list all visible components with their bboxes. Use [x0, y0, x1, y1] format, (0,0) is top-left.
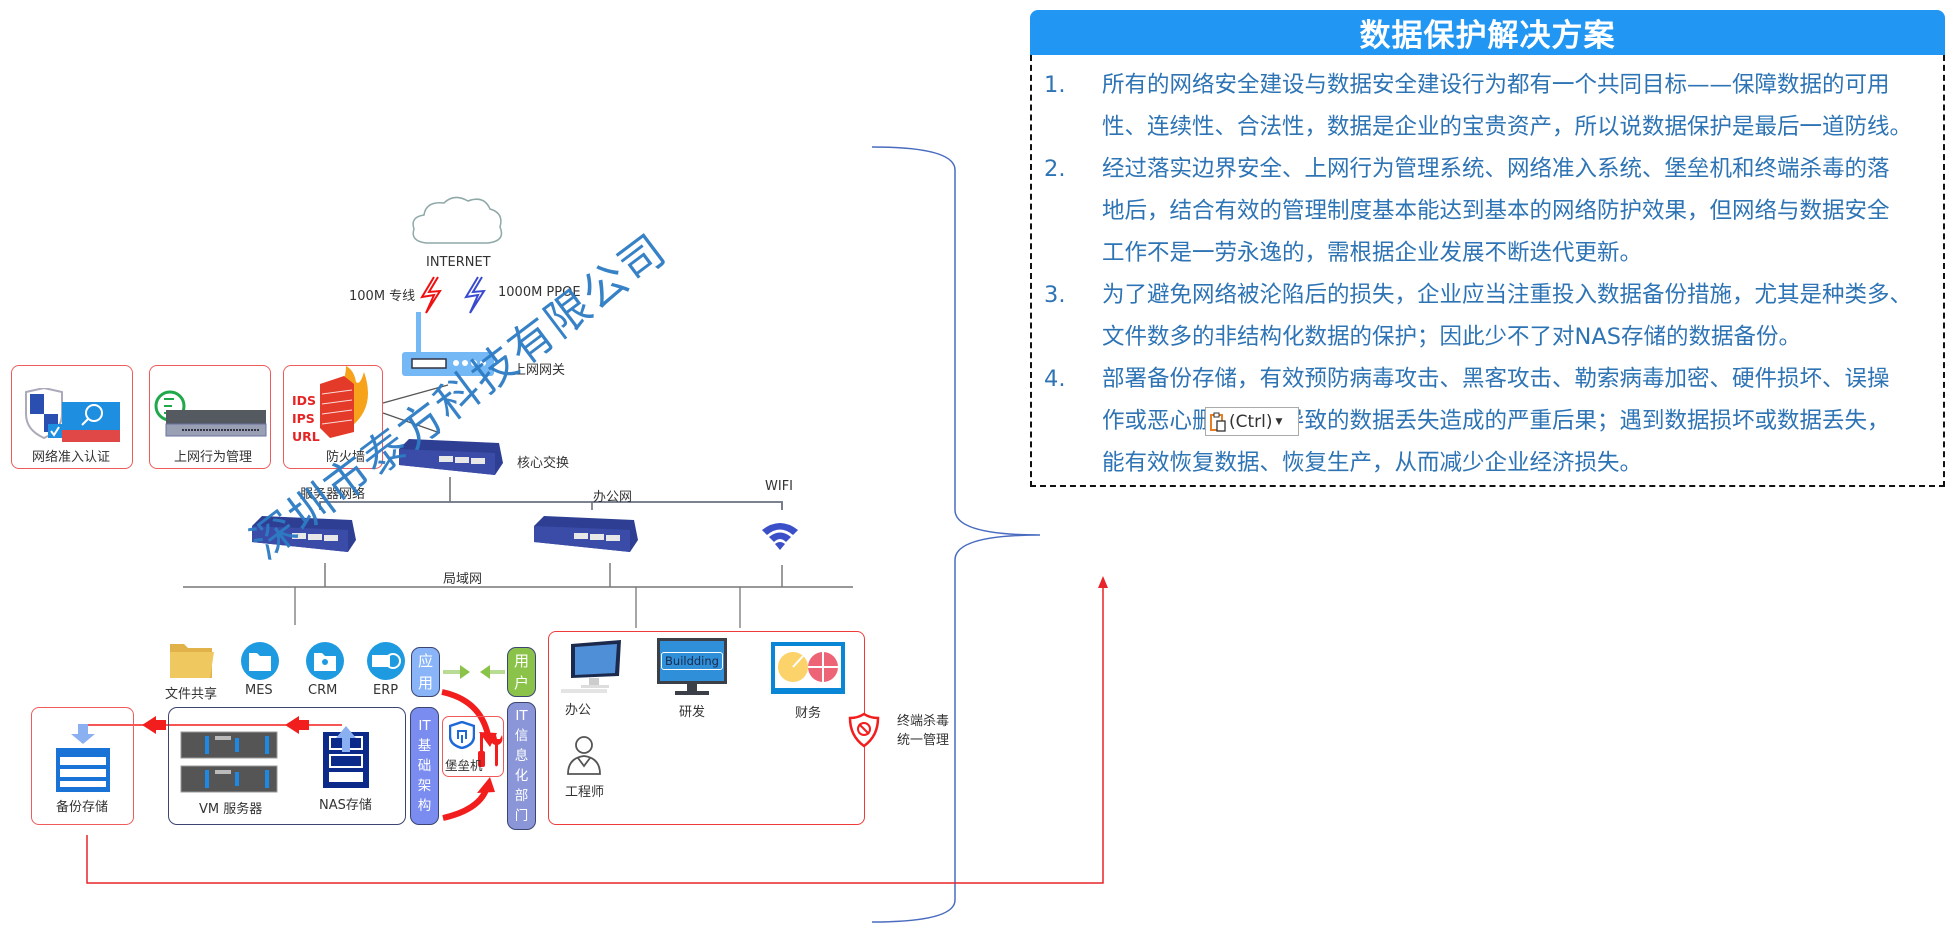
- antivirus-label-line1: 终端杀毒: [897, 714, 950, 729]
- wifi-icon: [762, 523, 798, 550]
- backup-storage-icon: [56, 724, 110, 792]
- client-label-engineer: 工程师: [565, 785, 605, 800]
- nac-label: 网络准入认证: [32, 450, 111, 465]
- erp-app-icon: [367, 642, 405, 680]
- mes-app-icon: [241, 642, 279, 680]
- vm-server-icon: [180, 731, 278, 793]
- list-line: 经过落实边界安全、上网行为管理系统、网络准入系统、堡垒机和终端杀毒的落: [1102, 156, 1890, 182]
- router-icon: [402, 312, 494, 376]
- app-label-erp: ERP: [373, 683, 399, 698]
- list-number: 3.: [1044, 282, 1066, 308]
- client-label-office: 办公: [565, 703, 592, 718]
- link-1000m-label: 1000M PPOE: [498, 285, 581, 300]
- wifi-label: WIFI: [765, 479, 793, 494]
- lightning-red-icon: [420, 276, 442, 314]
- engineer-icon: [567, 736, 601, 775]
- bastion-label: 堡垒机: [445, 758, 483, 773]
- list-line: 工作不是一劳永逸的，需根据企业发展不断迭代更新。: [1102, 240, 1643, 266]
- core-switch-label: 核心交换: [517, 456, 570, 471]
- tag-ids: IDS: [292, 393, 317, 408]
- paste-options-button[interactable]: (Ctrl) ▼: [1205, 407, 1299, 436]
- list-line: 部署备份存储，有效预防病毒攻击、黑客攻击、勒索病毒加密、硬件损坏、误操: [1102, 366, 1890, 392]
- behavior-mgmt-box[interactable]: 上网行为管理: [149, 365, 271, 469]
- pill-application: 应用: [411, 647, 440, 697]
- list-number: 1.: [1044, 72, 1066, 98]
- bastion-box[interactable]: 堡垒机: [442, 716, 504, 777]
- brace: [871, 146, 1041, 923]
- office-switch-icon: [534, 516, 638, 552]
- app-label-mes: MES: [245, 683, 273, 698]
- client-label-finance: 财务: [795, 706, 822, 721]
- list-line: 为了避免网络被沦陷后的损失，企业应当注重投入数据备份措施，尤其是种类多、: [1102, 282, 1913, 308]
- behavior-mgmt-switch-icon: [154, 390, 267, 437]
- nas-storage-icon: [323, 726, 369, 788]
- list-line: 能有效恢复数据、恢复生产，从而减少企业经济损失。: [1102, 450, 1643, 476]
- lan-label: 局域网: [443, 572, 483, 587]
- core-switch-icon: [399, 439, 503, 475]
- vm-server-label: VM 服务器: [199, 802, 263, 817]
- behavior-mgmt-label: 上网行为管理: [174, 450, 253, 465]
- list-number: 2.: [1044, 156, 1066, 182]
- server-network-label: 服务器网络: [300, 487, 366, 502]
- tools-icon: [478, 733, 503, 767]
- monitor-stand: [687, 684, 697, 692]
- nac-shield-icon: [25, 388, 120, 442]
- list-number: 4.: [1044, 366, 1066, 392]
- desktop-pc-icon: [561, 640, 621, 693]
- cloud-icon: [412, 196, 503, 244]
- server-switch-icon: [252, 516, 356, 552]
- nas-label: NAS存储: [319, 798, 372, 813]
- folder-icon: [170, 644, 214, 678]
- app-label-fileshare: 文件共享: [165, 687, 218, 702]
- clients-box: 办公 Buildding 研发 财务 工程师: [548, 631, 865, 825]
- antivirus-shield-icon: [848, 712, 880, 748]
- antivirus-label-line2: 统一管理: [897, 733, 950, 748]
- gateway-label: 上网网关: [513, 363, 566, 378]
- internet-label: INTERNET: [426, 255, 491, 270]
- crm-app-icon: [306, 642, 344, 680]
- link-100m-label: 100M 专线: [349, 289, 416, 304]
- pill-user: 用户: [507, 647, 536, 697]
- bastion-shield-icon: [449, 721, 475, 749]
- firewall-icon: [320, 366, 368, 438]
- paste-options-label: (Ctrl): [1229, 411, 1273, 432]
- app-label-crm: CRM: [308, 683, 338, 698]
- firewall-tags: IDS IPS URL: [292, 392, 320, 446]
- clipboard-icon: [1210, 412, 1226, 432]
- monitor-base: [675, 691, 709, 695]
- dropdown-arrow-icon: ▼: [1275, 416, 1283, 427]
- finance-chart-icon: [771, 642, 845, 694]
- lightning-blue-icon: [464, 276, 486, 314]
- green-arrows: [443, 665, 505, 679]
- list-line: 所有的网络安全建设与数据安全建设行为都有一个共同目标——保障数据的可用: [1102, 72, 1890, 98]
- backup-label: 备份存储: [56, 800, 109, 815]
- server-storage-box: VM 服务器 NAS存储: [168, 707, 406, 825]
- backup-storage-box[interactable]: 备份存储: [31, 707, 134, 825]
- rnd-screen-text: Buildding: [661, 652, 723, 670]
- nac-box[interactable]: 网络准入认证: [11, 365, 133, 469]
- firewall-label: 防火墙: [326, 450, 366, 465]
- rnd-monitor-icon: Buildding: [657, 638, 727, 684]
- firewall-box[interactable]: IDS IPS URL 防火墙: [283, 365, 383, 469]
- tag-url: URL: [292, 429, 320, 444]
- panel-text-box: [1030, 55, 1945, 487]
- panel-title: 数据保护解决方案: [1030, 10, 1945, 55]
- list-line: 地后，结合有效的管理制度基本能达到基本的网络防护效果，但网络与数据安全: [1102, 198, 1890, 224]
- list-line: 文件数多的非结构化数据的保护；因此少不了对NAS存储的数据备份。: [1102, 324, 1802, 350]
- list-line: 性、连续性、合法性，数据是企业的宝贵资产，所以说数据保护是最后一道防线。: [1102, 114, 1913, 140]
- office-network-label: 办公网: [593, 490, 633, 505]
- antivirus-label: 终端杀毒 统一管理: [897, 712, 949, 750]
- tag-ips: IPS: [292, 411, 315, 426]
- client-label-rnd: 研发: [679, 705, 706, 720]
